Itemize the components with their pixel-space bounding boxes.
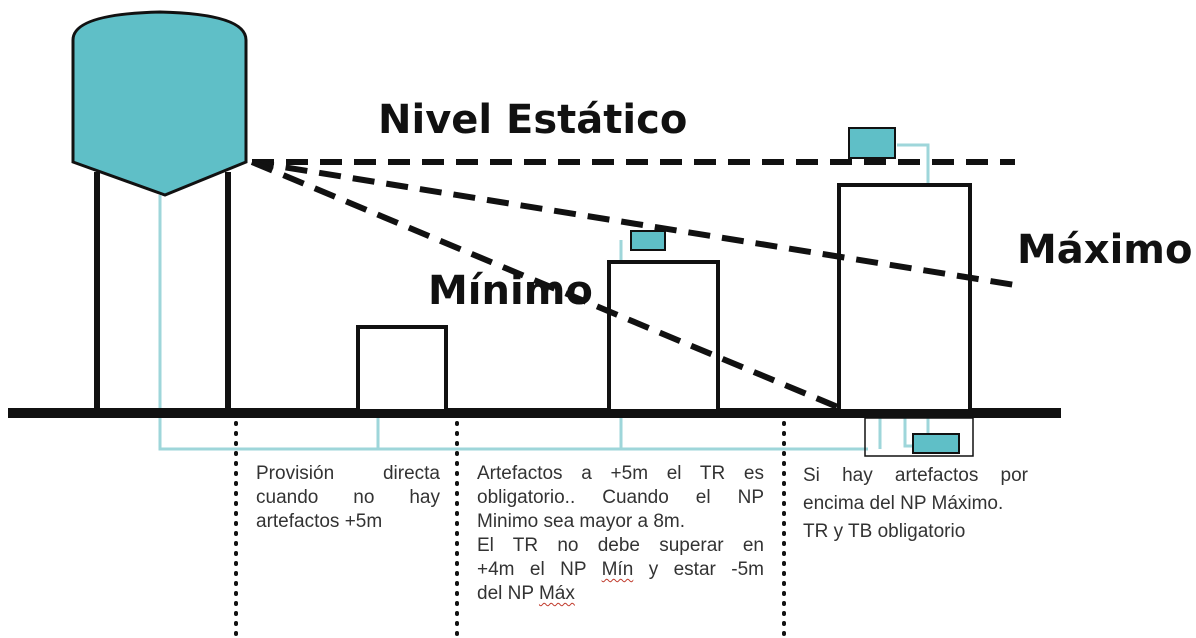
note-line6-max: Máx	[538, 583, 575, 604]
note-line5-min: Mín	[601, 559, 634, 580]
note-tr-tb-line1: Si hay artefactos por	[803, 465, 1028, 486]
note-tr-required-line5: +4m el NP Mín y estar -5m	[477, 558, 764, 582]
note-line5-post: y estar -5m	[633, 559, 764, 580]
note-direct-supply-line1: Provisión directa	[256, 463, 440, 484]
max-pressure-line	[251, 159, 1016, 288]
note-line5-pre: +4m el NP	[477, 559, 602, 580]
water-tower	[71, 10, 248, 412]
note-direct-supply-line2: cuando no hay	[256, 487, 440, 508]
note-tr-required-line3: Minimo sea mayor a 8m.	[477, 511, 686, 532]
note-tr-tb-required: Si hay artefactos por encima del NP Máxi…	[803, 462, 1028, 546]
main-supply-pipe	[158, 195, 868, 451]
note-tr-required-line6: del NP Máx	[477, 582, 764, 606]
rooftop-tank-tall	[848, 127, 896, 159]
note-tr-tb-line3: TR y TB obligatorio	[803, 521, 966, 542]
note-direct-supply-line3: artefactos +5m	[256, 511, 383, 532]
note-tr-required: Artefactos a +5m el TR es obligatorio.. …	[477, 462, 764, 606]
rooftop-tank-medium	[630, 230, 666, 251]
note-tr-required-line1: Artefactos a +5m el TR es	[477, 463, 764, 484]
ground-line	[8, 408, 1061, 418]
ground-cistern-box	[864, 417, 974, 457]
note-tr-required-line2: obligatorio.. Cuando el NP	[477, 487, 764, 508]
min-pressure-line	[250, 159, 842, 411]
label-maximo: Máximo	[1017, 227, 1192, 273]
label-minimo: Mínimo	[428, 268, 593, 314]
water-tower-tank	[71, 10, 248, 197]
building-small	[356, 325, 448, 413]
ground-cistern-tank	[912, 433, 960, 454]
note-direct-supply: Provisión directa cuando no hay artefact…	[256, 462, 440, 534]
pressure-lines	[250, 159, 1016, 411]
label-nivel-estatico: Nivel Estático	[378, 97, 687, 143]
note-line6-pre: del NP	[477, 583, 539, 604]
note-tr-required-line4: El TR no debe superar en	[477, 535, 764, 556]
building-tall	[837, 183, 972, 413]
note-tr-tb-line2: encima del NP Máximo.	[803, 493, 1004, 514]
